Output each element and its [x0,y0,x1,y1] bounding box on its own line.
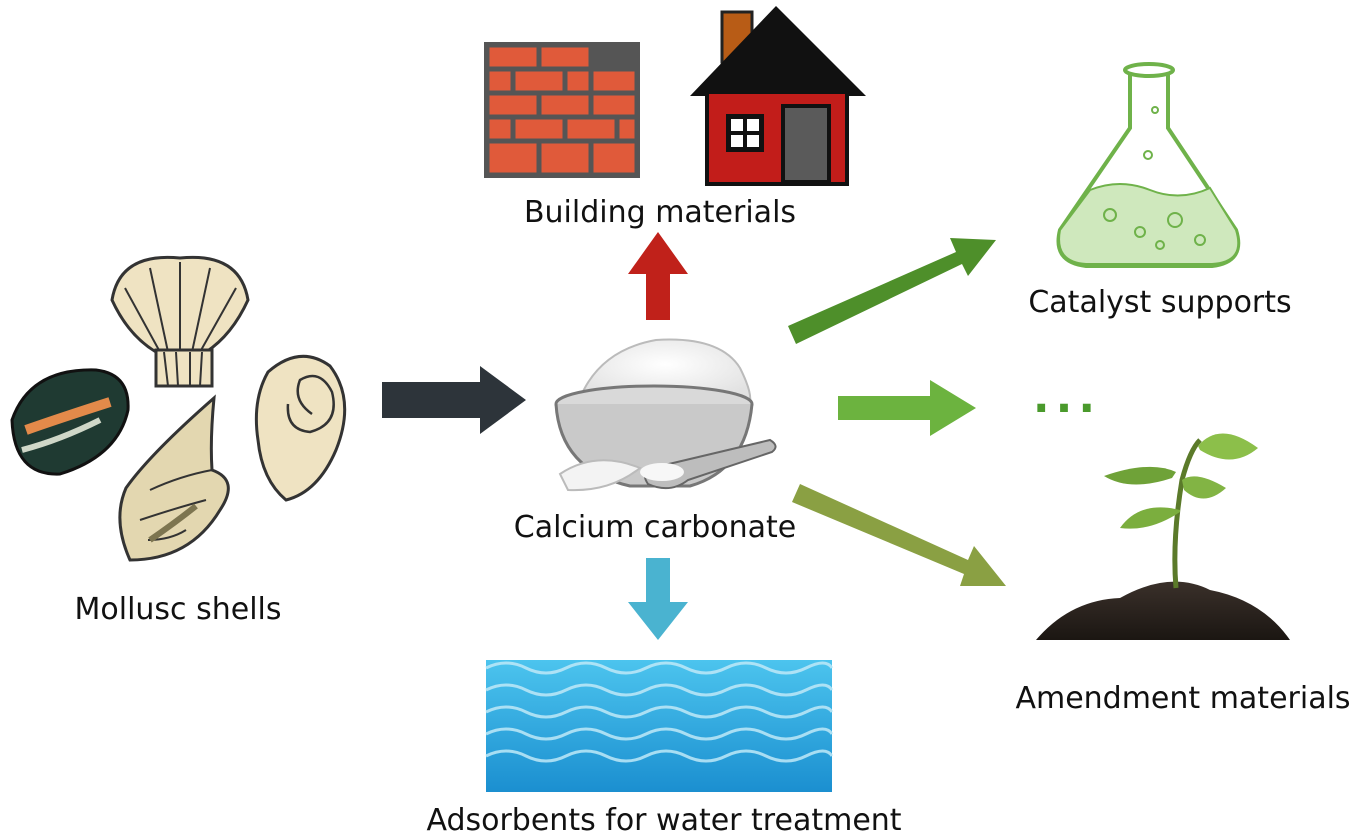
amendment-materials-label: Amendment materials [1015,681,1350,716]
water-icon [485,660,834,792]
house-icon [690,6,866,186]
calcium-carbonate-bowl-icon [554,338,777,492]
adsorbents-label: Adsorbents for water treatment [426,803,902,838]
building-materials-label: Building materials [523,195,797,230]
brick-wall-icon [484,42,640,178]
mollusc-shells-icon [10,255,347,562]
arrow-calcium-to-water [628,558,688,640]
ellipsis-more: ... [1032,372,1102,423]
calcium-carbonate-label: Calcium carbonate [513,510,797,545]
arrow-calcium-to-ellipsis [838,380,976,436]
arrow-shells-to-calcium [382,366,526,434]
arrow-calcium-to-building [628,232,688,320]
catalyst-supports-label: Catalyst supports [1028,285,1292,320]
flask-icon [1056,62,1241,268]
arrow-calcium-to-amendment [792,484,1006,586]
arrow-calcium-to-catalyst [788,238,996,344]
mollusc-shells-label: Mollusc shells [74,592,282,627]
seedling-in-soil-icon [1036,433,1290,640]
